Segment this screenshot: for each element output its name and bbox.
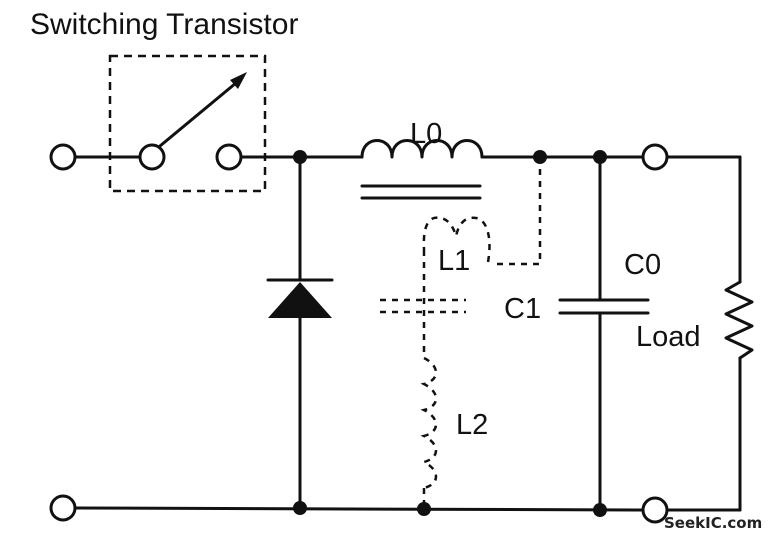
inductor-l1: [422, 216, 491, 263]
label-load: Load: [636, 321, 701, 353]
l1-connection-dashed: [492, 157, 542, 266]
load-resistor: [724, 280, 754, 360]
switch-arrow-icon: [230, 72, 247, 89]
label-l1: L1: [438, 245, 470, 277]
diode-symbol-icon: [268, 282, 332, 318]
junction-node-diode-bottom: [293, 501, 307, 515]
inductor-l0: [360, 139, 484, 159]
junction-node-diode-top: [293, 150, 307, 164]
ground-wire: [74, 506, 644, 512]
input-terminal-top: [49, 143, 77, 171]
junction-node-l2-bottom: [417, 502, 431, 516]
diagram-title: Switching Transistor: [30, 8, 298, 41]
switch-contact-right: [215, 143, 243, 171]
junction-node-cap-bottom: [593, 503, 607, 517]
label-l2: L2: [456, 409, 488, 441]
inductor-l2: [420, 356, 438, 490]
label-c1: C1: [504, 293, 541, 325]
junction-node-cap-top: [593, 150, 607, 164]
label-c0: C0: [624, 249, 661, 281]
switch-contact-left: [138, 143, 166, 171]
transistor-box: [108, 54, 267, 193]
input-terminal-bottom: [49, 494, 77, 522]
junction-node-l1-top: [533, 150, 547, 164]
output-terminal-top: [641, 143, 669, 171]
watermark-text: SeekIC.com: [664, 514, 762, 532]
label-l0: L0: [410, 118, 442, 150]
switch-arm: [158, 76, 244, 148]
